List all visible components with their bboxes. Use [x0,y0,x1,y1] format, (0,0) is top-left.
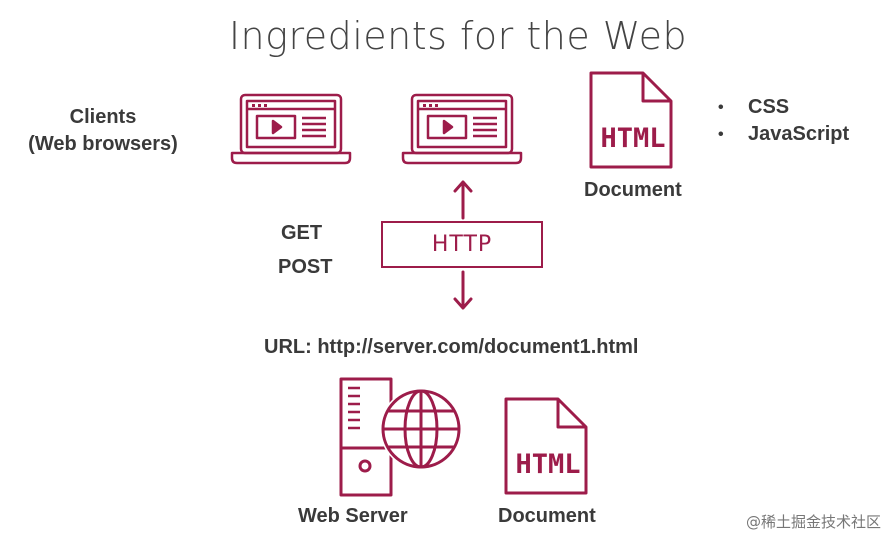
html-document-icon: HTML [504,397,588,495]
bullet-item: JavaScript [718,121,849,148]
laptop-icon [230,93,352,165]
globe-icon [380,388,462,470]
http-box: HTTP [381,221,543,268]
laptop-icon [401,93,523,165]
arrow-up-icon [453,180,473,220]
server-document-label: Document [498,505,596,527]
document-label: Document [584,179,682,201]
clients-label-line2: (Web browsers) [28,133,178,155]
url-label: URL: http://server.com/document1.html [264,336,639,358]
clients-label-line1: Clients [69,106,137,128]
bullet-list: CSS JavaScript [718,94,849,148]
post-method-label: POST [278,256,333,278]
get-method-label: GET [281,222,323,244]
http-label: HTTP [431,232,493,257]
html-document-icon-text: HTML [600,123,665,154]
html-document-icon-text: HTML [515,449,580,480]
web-server-label: Web Server [298,505,408,527]
html-document-icon: HTML [589,71,673,169]
clients-label: Clients (Web browsers) [24,104,182,158]
page-title: Ingredients for the Web [228,14,688,58]
watermark: @稀土掘金技术社区 [745,513,881,531]
server-icon [339,377,393,497]
bullet-item: CSS [718,94,849,121]
arrow-down-icon [453,270,473,310]
